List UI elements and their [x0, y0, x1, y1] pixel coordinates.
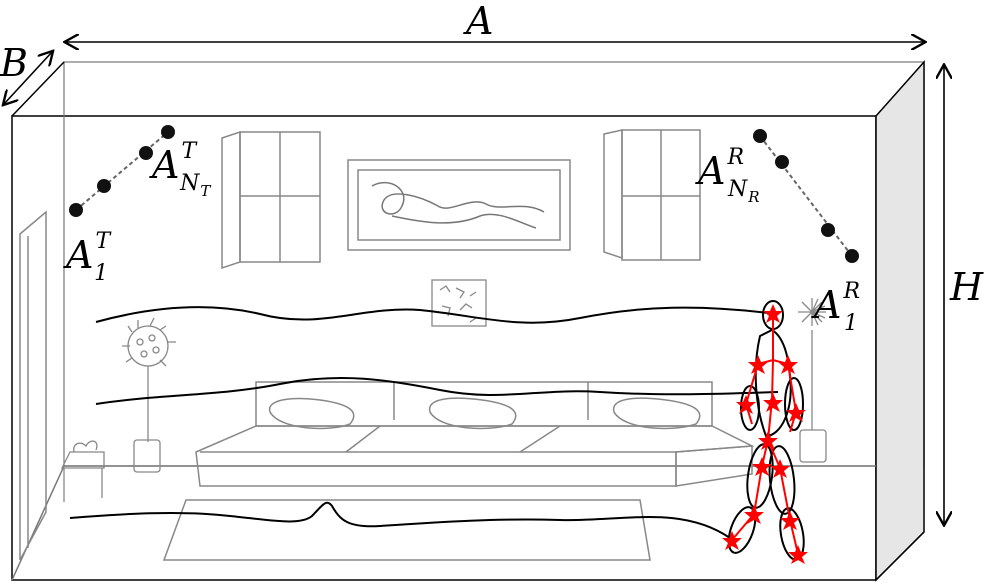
room-edge-bottom-left	[11, 465, 65, 581]
joint-left-ankle	[722, 531, 742, 550]
height-label: H	[949, 265, 984, 309]
figure-right-arm	[784, 377, 804, 431]
tx-antenna-array	[69, 125, 175, 217]
figure-torso	[754, 328, 792, 438]
tx-antenna-2	[97, 179, 111, 193]
room-box	[11, 60, 925, 582]
rx-antenna-array	[753, 129, 859, 263]
joint-left-elbow	[736, 395, 756, 414]
floor-lamp-left	[122, 317, 176, 473]
joint-spine	[763, 393, 783, 412]
width-label: A	[463, 0, 493, 43]
wave-lower	[69, 501, 731, 539]
joint-head	[763, 304, 783, 323]
rx-antenna-3	[821, 223, 835, 237]
wall-decor-square	[431, 279, 487, 327]
rx-antenna-4	[845, 249, 859, 263]
joint-right-ankle	[788, 545, 808, 564]
joint-left-hip	[752, 457, 772, 476]
rx-antenna-2	[775, 155, 789, 169]
figure-left-arm	[740, 385, 760, 431]
tx-antenna-4	[161, 125, 175, 139]
rug	[162, 499, 651, 561]
figure-right-thigh	[768, 445, 796, 515]
skeleton-joints	[722, 304, 808, 564]
floor-lamp-right	[798, 298, 827, 463]
figure-left-shin	[727, 506, 757, 554]
wave-upper	[95, 306, 777, 324]
dimension-arrows	[4, 42, 944, 524]
window-left	[221, 130, 321, 270]
joint-pelvis	[758, 431, 778, 450]
tx-antenna-3	[139, 146, 153, 160]
room-right-side-wall	[875, 60, 925, 582]
door	[19, 210, 47, 561]
joint-right-shoulder	[778, 355, 798, 374]
tx-antenna-1	[69, 203, 83, 217]
window-right	[603, 129, 701, 261]
wave-middle	[95, 377, 779, 405]
joint-right-hip	[770, 459, 790, 478]
joint-right-knee	[780, 511, 800, 530]
picture-frame	[347, 159, 571, 251]
side-table	[60, 440, 105, 502]
joint-right-elbow	[786, 403, 806, 422]
rx-antenna-1	[753, 129, 767, 143]
depth-label: B	[0, 41, 28, 85]
depth-arrow	[4, 52, 52, 104]
joint-left-shoulder	[748, 355, 768, 374]
wave-paths	[69, 306, 779, 539]
joint-left-knee	[744, 505, 764, 524]
sofa	[195, 381, 755, 487]
human-figure	[722, 300, 808, 564]
room-edge-bottom-right	[875, 531, 925, 581]
